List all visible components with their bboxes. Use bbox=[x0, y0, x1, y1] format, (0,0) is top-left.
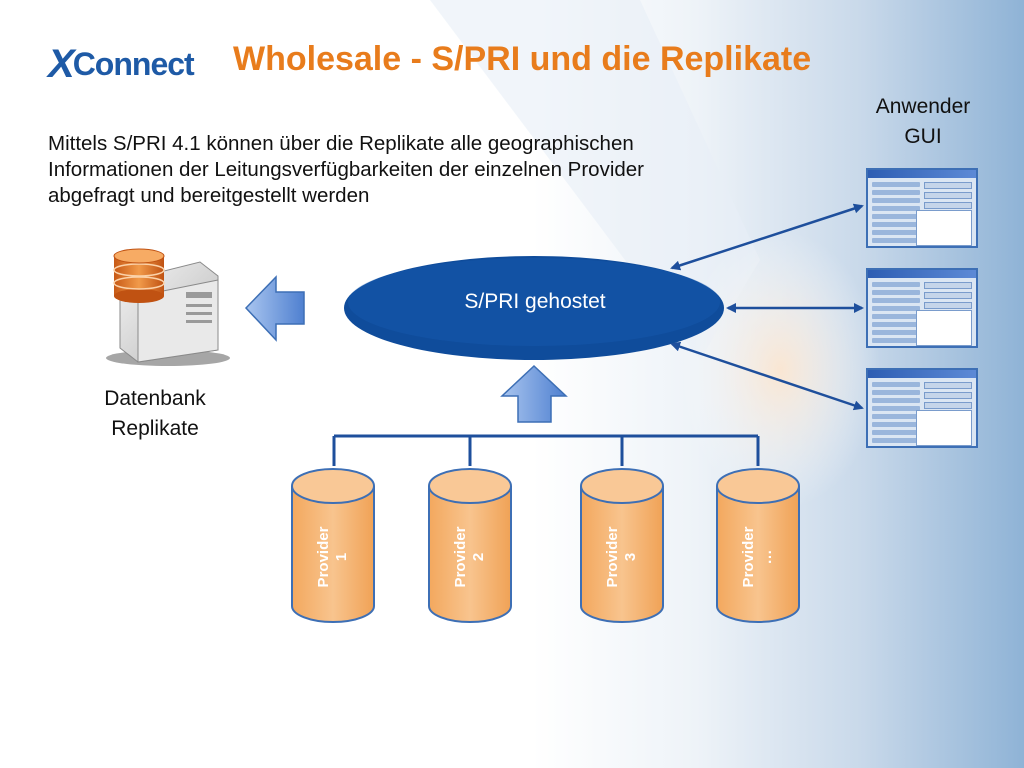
provider-label-2: Provider 2 bbox=[452, 507, 488, 607]
arrow-to-gui-1 bbox=[670, 203, 864, 271]
up-arrow-to-spri bbox=[500, 364, 568, 423]
spri-hosted-label: S/PRI gehostet bbox=[464, 290, 606, 313]
provider-label-3: Provider 3 bbox=[604, 507, 640, 607]
provider-2-number: 2 bbox=[470, 552, 487, 562]
gui-screenshot-1 bbox=[866, 168, 978, 248]
gui-label-line-1: Anwender bbox=[875, 95, 971, 118]
provider-label-more: Provider … bbox=[740, 507, 776, 607]
database-label-line-1: Datenbank bbox=[104, 387, 206, 410]
provider-3-number: 3 bbox=[622, 552, 639, 562]
provider-cylinder-2 bbox=[428, 468, 512, 623]
intro-line-3: abgefragt und bereitgestellt werden bbox=[48, 184, 370, 207]
provider-2-name: Provider bbox=[452, 526, 469, 588]
provider-more-name: Provider bbox=[740, 526, 757, 588]
provider-cylinder-more bbox=[716, 468, 800, 623]
gui-screenshot-3 bbox=[866, 368, 978, 448]
xconnect-logo: X Connect bbox=[48, 41, 195, 86]
gui-connection-arrows bbox=[670, 203, 864, 411]
left-arrow-to-database bbox=[244, 275, 305, 342]
provider-connector-bus bbox=[332, 434, 760, 466]
database-server-icon bbox=[106, 248, 230, 366]
provider-more-number: … bbox=[758, 549, 775, 565]
gui-label: Anwender GUI bbox=[858, 92, 988, 152]
spri-hosted-ellipse bbox=[344, 256, 724, 360]
provider-cylinder-1 bbox=[291, 468, 375, 623]
intro-line-2: Informationen der Leitungsverfügbarkeite… bbox=[48, 158, 645, 181]
provider-cylinder-3 bbox=[580, 468, 664, 623]
logo-mark: X bbox=[48, 41, 75, 86]
intro-text: Mittels S/PRI 4.1 können über die Replik… bbox=[48, 131, 808, 209]
arrow-to-gui-3 bbox=[670, 341, 864, 411]
intro-line-1: Mittels S/PRI 4.1 können über die Replik… bbox=[48, 132, 634, 155]
gui-label-line-2: GUI bbox=[904, 125, 942, 148]
gui-screenshot-2 bbox=[866, 268, 978, 348]
page-title: Wholesale - S/PRI und die Replikate bbox=[233, 40, 812, 78]
database-label-line-2: Replikate bbox=[111, 417, 199, 440]
provider-3-name: Provider bbox=[604, 526, 621, 588]
provider-1-number: 1 bbox=[333, 552, 350, 562]
provider-1-name: Provider bbox=[315, 526, 332, 588]
database-label: Datenbank Replikate bbox=[80, 384, 230, 444]
provider-label-1: Provider 1 bbox=[315, 507, 351, 607]
logo-text: Connect bbox=[72, 45, 195, 82]
